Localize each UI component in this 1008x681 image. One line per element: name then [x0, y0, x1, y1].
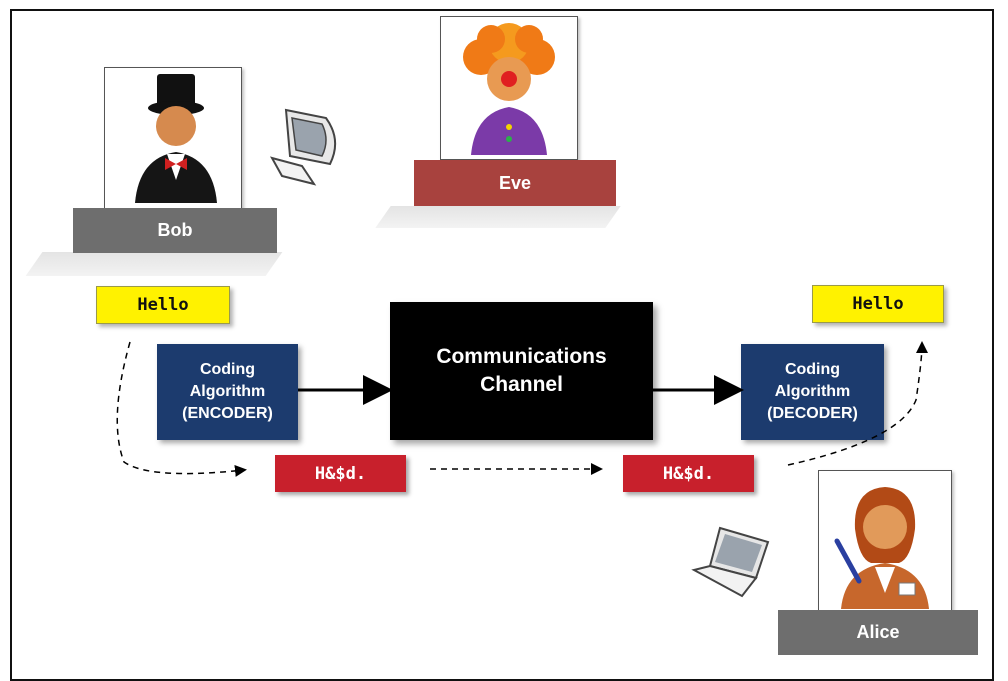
desktop-computer-icon	[269, 108, 337, 186]
decoder-box: Coding Algorithm (DECODER)	[741, 344, 884, 440]
alice-portrait	[818, 470, 952, 612]
channel-line1: Communications	[436, 345, 607, 368]
encoder-line3: (ENCODER)	[182, 405, 273, 422]
encoder-line2: Algorithm	[189, 383, 266, 400]
decoder-line1: Coding	[784, 361, 841, 378]
decoder-line3: (DECODER)	[767, 405, 858, 422]
encoder-line1: Coding	[199, 361, 256, 378]
alice-name: Alice	[856, 622, 900, 642]
ciphertext-right-text: H&$d.	[662, 463, 715, 484]
encoder-box: Coding Algorithm (ENCODER)	[157, 344, 298, 440]
eve-icon	[463, 23, 555, 155]
ciphertext-right: H&$d.	[623, 455, 754, 492]
channel-line2: Channel	[480, 373, 563, 396]
plaintext-to-ciphertext-dashed-arrow	[116, 341, 247, 477]
eve-portrait	[440, 16, 578, 160]
bob-plate: Bob	[73, 208, 277, 253]
ciphertext-to-plaintext-dashed-arrow	[787, 341, 928, 466]
plaintext-right-text: Hello	[852, 294, 904, 314]
ciphertext-left: H&$d.	[275, 455, 406, 492]
plaintext-left: Hello	[96, 286, 230, 324]
eve-plate: Eve	[414, 160, 616, 206]
bob-name: Bob	[157, 220, 193, 240]
alice-plate: Alice	[778, 610, 978, 655]
ciphertext-left-text: H&$d.	[314, 463, 367, 484]
decoder-line2: Algorithm	[774, 383, 851, 400]
plaintext-left-text: Hello	[137, 295, 189, 315]
alice-icon	[834, 487, 929, 609]
communications-channel: Communications Channel	[390, 302, 653, 440]
bob-icon	[135, 74, 217, 203]
bob-portrait	[104, 67, 242, 209]
plaintext-right: Hello	[812, 285, 944, 323]
eve-name: Eve	[498, 172, 532, 193]
laptop-icon	[691, 526, 770, 598]
